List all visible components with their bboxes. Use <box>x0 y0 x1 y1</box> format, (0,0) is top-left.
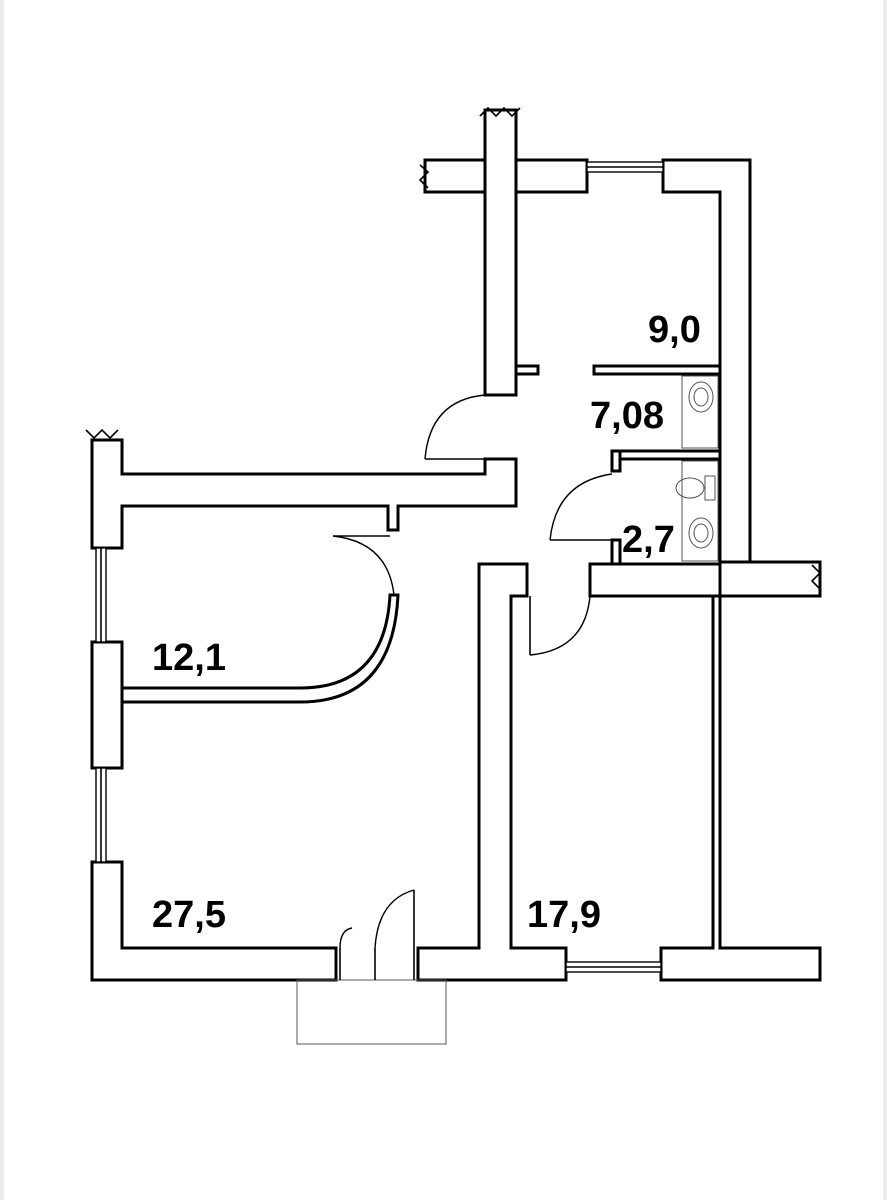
wall-break-markers <box>85 106 822 973</box>
door-room-9-0 <box>424 394 486 460</box>
door-bathroom-2-7 <box>549 473 613 541</box>
walls-left <box>90 593 400 982</box>
left-frame-edge <box>0 0 4 1200</box>
washbasin-icon <box>688 381 714 413</box>
walls-top-block <box>423 108 822 598</box>
windows-left <box>95 547 107 863</box>
door-room-12-1 <box>332 535 395 596</box>
window-room-9-0 <box>586 161 664 173</box>
walls-middle <box>90 438 518 550</box>
bathroom-7-08-fixtures <box>681 375 719 449</box>
room-area-label: 9,0 <box>648 309 701 351</box>
right-frame-edge <box>883 0 887 1200</box>
room-area-label: 17,9 <box>527 894 601 936</box>
toilet-icon <box>675 475 716 501</box>
balcony-outline <box>296 979 447 1045</box>
room-area-label: 7,08 <box>590 395 664 437</box>
walls-bottom <box>416 562 822 982</box>
washbasin-icon <box>688 517 714 549</box>
room-area-label: 27,5 <box>152 894 226 936</box>
bathroom-2-7-fixtures <box>675 460 719 562</box>
room-area-label: 2,7 <box>622 519 675 561</box>
window-room-17-9 <box>565 961 662 973</box>
door-room-17-9 <box>529 595 591 656</box>
room-area-label: 12,1 <box>152 637 226 679</box>
door-balcony <box>339 889 415 980</box>
